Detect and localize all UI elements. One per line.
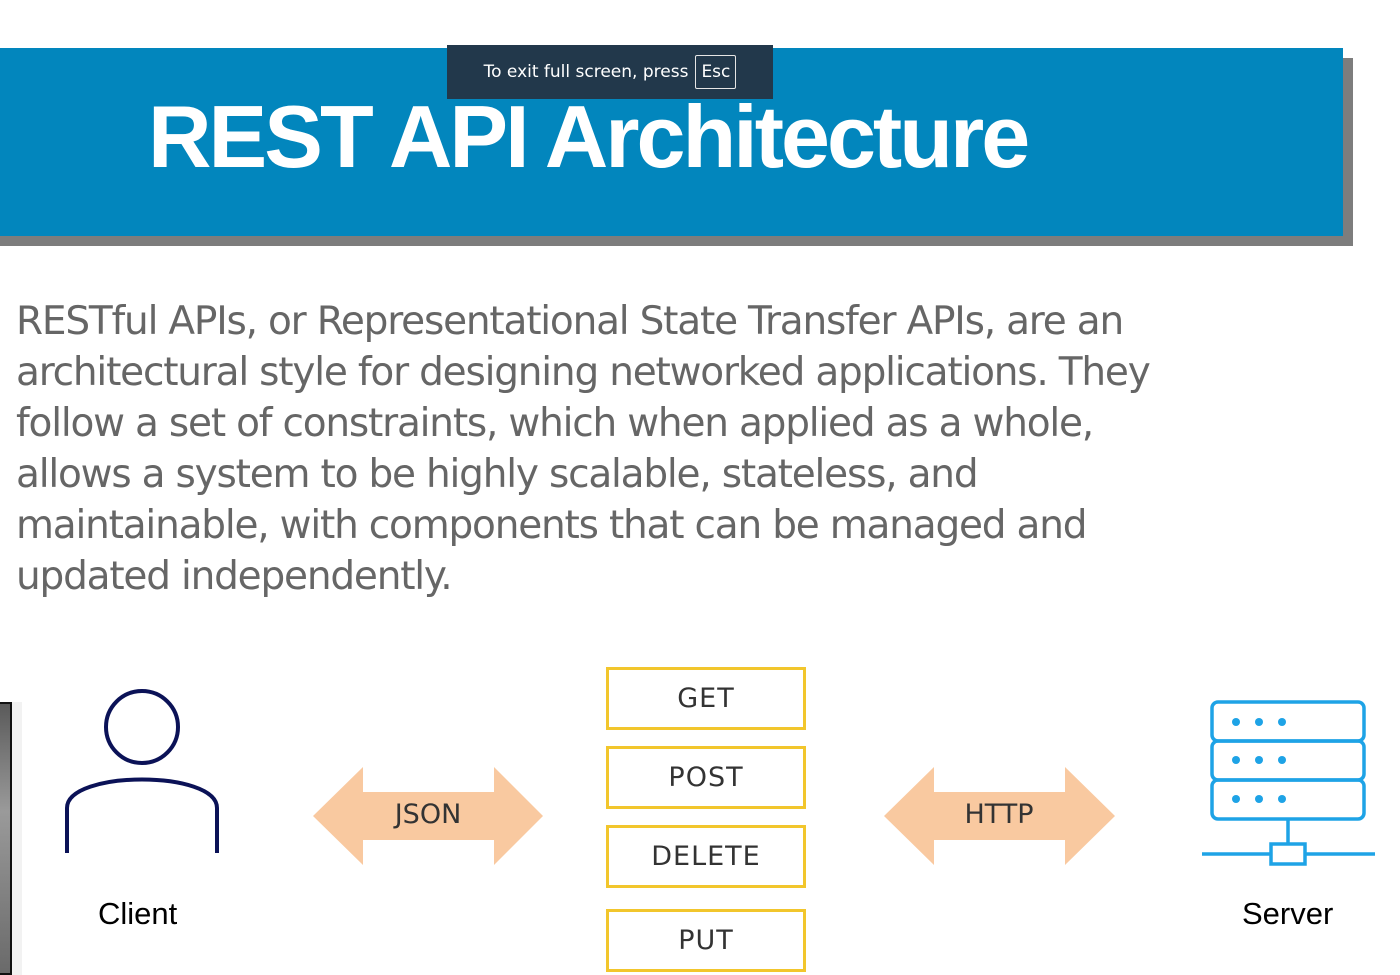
server-label: Server xyxy=(1242,896,1334,931)
method-delete: DELETE xyxy=(606,825,806,888)
method-get: GET xyxy=(606,667,806,730)
http-label: HTTP xyxy=(964,799,1034,830)
json-double-arrow xyxy=(313,767,543,865)
slide-title: REST API Architecture xyxy=(148,87,1030,186)
esc-key-hint: Esc xyxy=(695,55,737,89)
slide-description: RESTful APIs, or Representational State … xyxy=(16,299,1151,599)
method-put: PUT xyxy=(606,909,806,972)
client-label: Client xyxy=(98,896,178,931)
http-double-arrow xyxy=(884,767,1115,865)
fullscreen-notice-text: To exit full screen, press xyxy=(483,62,689,82)
json-label: JSON xyxy=(394,799,462,830)
left-edge-panel xyxy=(0,702,22,975)
person-icon xyxy=(65,689,219,853)
fullscreen-exit-notice: To exit full screen, press Esc xyxy=(447,45,773,99)
server-icon xyxy=(1202,700,1375,866)
method-post: POST xyxy=(606,746,806,809)
